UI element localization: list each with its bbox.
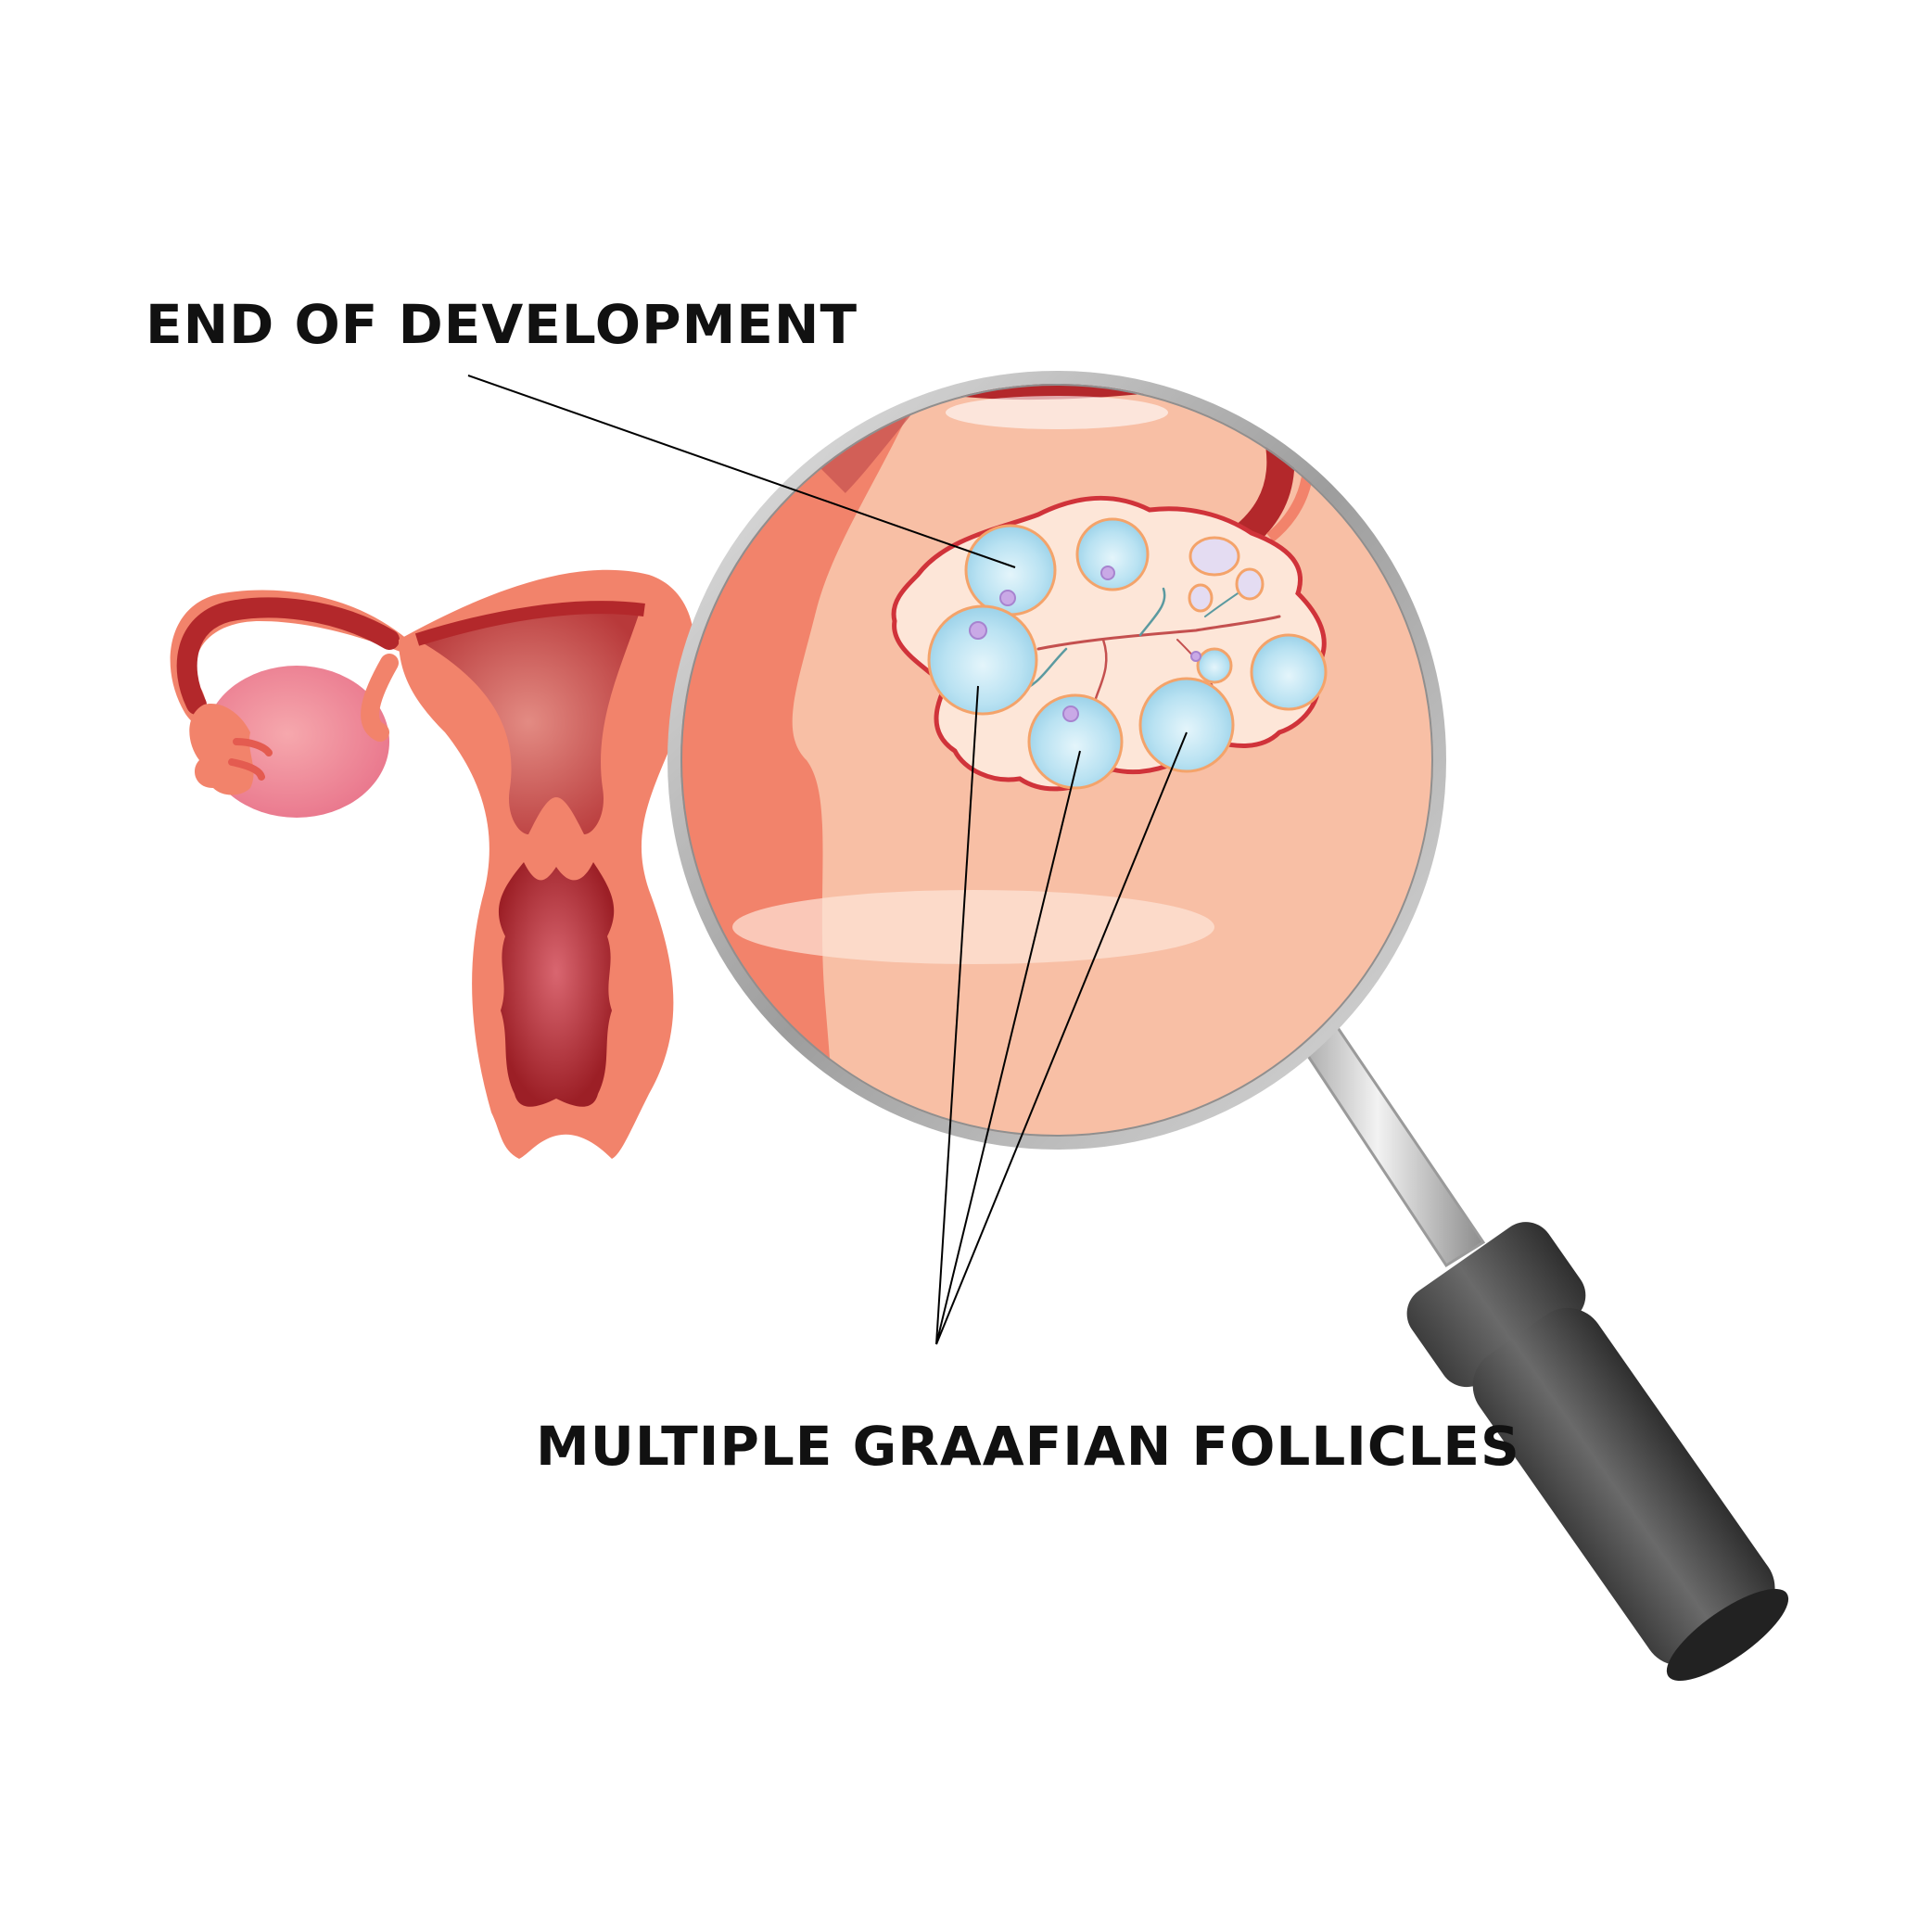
follicle bbox=[1075, 517, 1150, 591]
follicle bbox=[1138, 677, 1235, 773]
follicle bbox=[1027, 693, 1124, 790]
leader-line-follicle-1 bbox=[935, 685, 979, 1345]
uterine-cavity bbox=[417, 609, 640, 834]
leader-lines bbox=[467, 375, 1188, 1345]
magnifying-glass bbox=[667, 371, 1789, 1682]
label-end-of-development: END OF DEVELOPMENT bbox=[146, 293, 858, 356]
magnifier-lens-rim bbox=[667, 371, 1446, 1150]
magnifier-handle bbox=[1406, 1222, 1789, 1682]
oocytes bbox=[969, 566, 1201, 722]
follicle bbox=[1188, 583, 1214, 613]
fimbriae bbox=[189, 704, 254, 795]
follicle bbox=[1188, 536, 1240, 577]
uterus-illustration bbox=[170, 569, 695, 1159]
follicle bbox=[927, 604, 1038, 716]
follicle bbox=[1235, 567, 1265, 601]
leader-line-follicle-3 bbox=[935, 731, 1188, 1345]
leader-line-follicle-2 bbox=[935, 750, 1081, 1345]
graafian-follicles bbox=[927, 517, 1328, 790]
follicle bbox=[1196, 647, 1233, 684]
follicle bbox=[1250, 633, 1328, 711]
leader-line-top bbox=[467, 375, 1016, 568]
label-multiple-graafian-follicles: MULTIPLE GRAAFIAN FOLLICLES bbox=[536, 1415, 1520, 1478]
cervix bbox=[498, 862, 615, 1107]
uterus-body bbox=[399, 569, 695, 1159]
